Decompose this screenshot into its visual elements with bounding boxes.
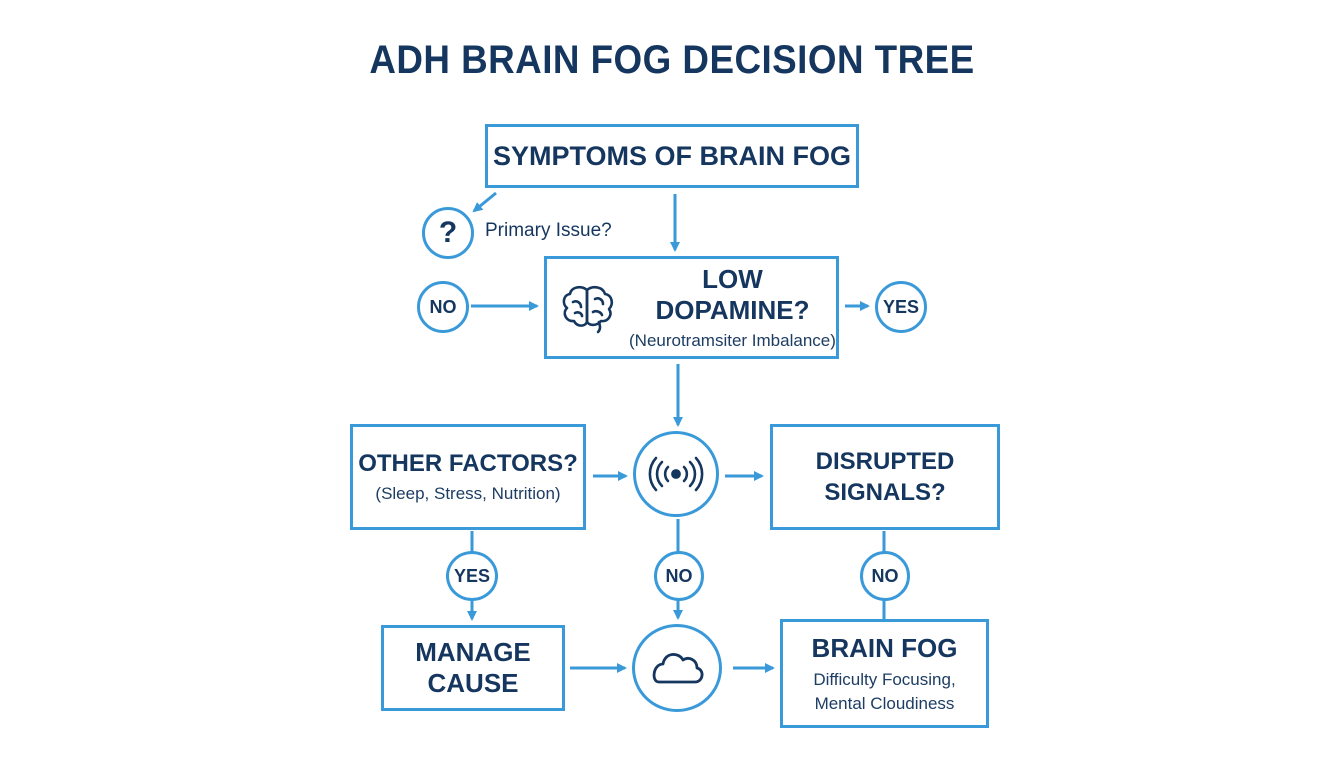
other-factors-box: OTHER FACTORS? (Sleep, Stress, Nutrition… [350,424,586,530]
diagram-title: ADH BRAIN FOG DECISION TREE [369,38,975,82]
arrow-symptoms-to-question [472,191,497,213]
other-factors-heading: OTHER FACTORS? [358,450,578,477]
manage-heading-line2: CAUSE [427,668,519,698]
badge-no-disrupted: NO [860,551,910,601]
badge-no-left-text: NO [429,296,457,317]
manage-heading-line1: MANAGE [415,637,531,667]
badge-no-center: NO [654,551,704,601]
question-glyph: ? [438,216,458,249]
badge-yes-other: YES [446,551,498,601]
badge-yes-right-text: YES [882,296,920,317]
badge-no-disrupted-text: NO [871,565,899,586]
badge-no-center-text: NO [665,565,693,586]
brain-fog-heading: BRAIN FOG [811,633,958,663]
symptoms-box: SYMPTOMS OF BRAIN FOG [485,124,859,188]
badge-yes-other-text: YES [453,565,491,586]
primary-issue-label: Primary Issue? [485,220,612,241]
badge-no-left: NO [417,281,469,333]
dopamine-heading: LOW DOPAMINE? [655,264,810,325]
brain-fog-box: BRAIN FOG Difficulty Focusing, Mental Cl… [780,619,989,728]
other-factors-subtext: (Sleep, Stress, Nutrition) [375,484,561,503]
dopamine-box: LOW DOPAMINE? (Neurotramsiter Imbalance) [544,256,839,359]
disrupted-heading-line1: DISRUPTED [815,448,955,475]
disrupted-signals-box: DISRUPTED SIGNALS? [770,424,1000,530]
dopamine-subtext: (Neurotramsiter Imbalance) [629,331,836,350]
question-icon: ? [422,207,474,259]
signal-waves-icon [633,431,719,517]
brain-icon [559,282,619,334]
brain-fog-sub-line2: Mental Cloudiness [814,694,955,713]
symptoms-heading: SYMPTOMS OF BRAIN FOG [492,140,851,171]
brain-fog-sub-line1: Difficulty Focusing, [813,670,956,689]
cloud-icon [632,624,722,712]
disrupted-heading-line2: SIGNALS? [824,479,946,506]
manage-cause-box: MANAGE CAUSE [381,625,565,711]
badge-yes-right: YES [875,281,927,333]
